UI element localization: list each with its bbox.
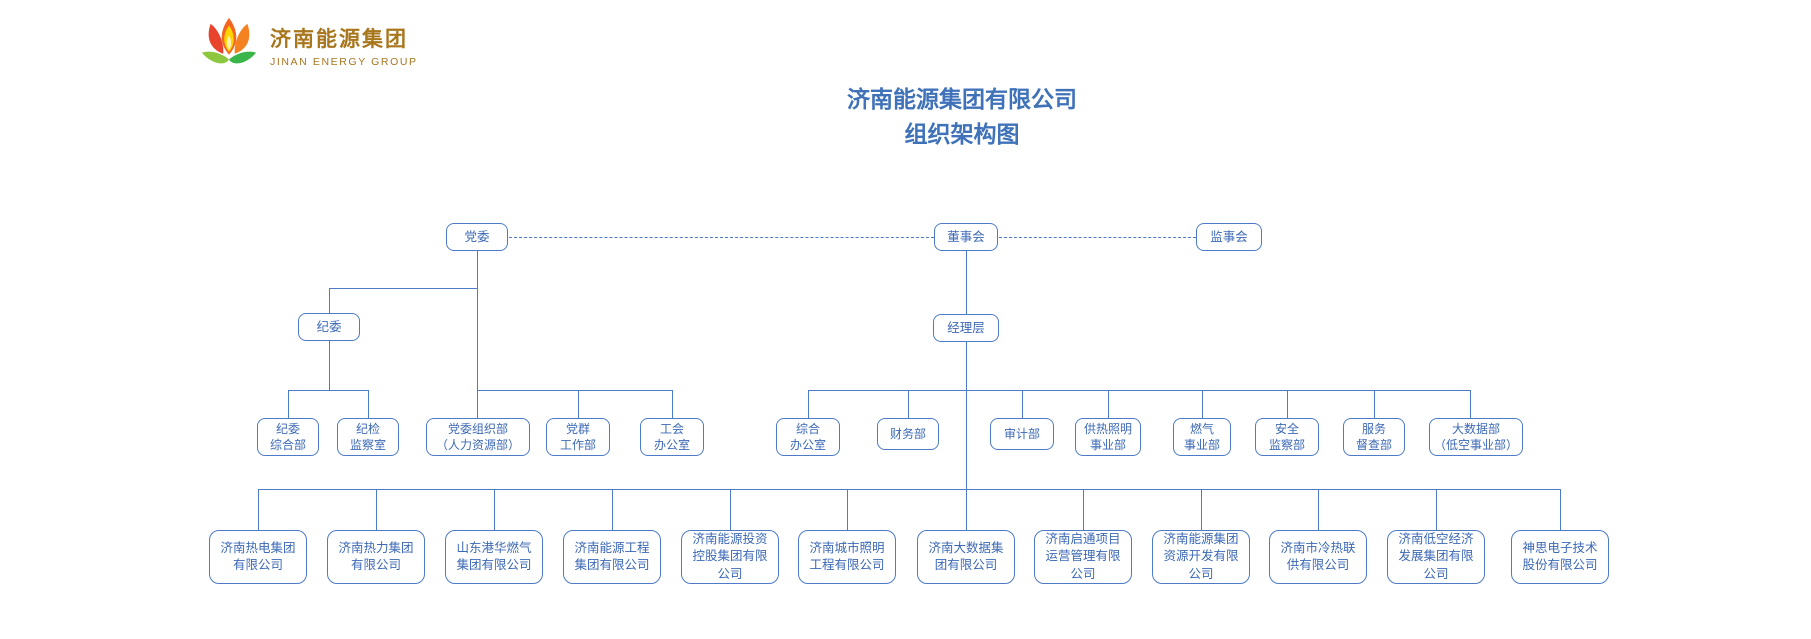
connector-line-vertical <box>966 251 967 314</box>
connector-line-vertical <box>1374 390 1375 418</box>
org-node-subsidiary-6: 济南城市照明 工程有限公司 <box>798 530 896 584</box>
org-node-subsidiary-4: 济南能源工程 集团有限公司 <box>563 530 661 584</box>
org-node-big-data-dept: 大数据部 （低空事业部） <box>1429 418 1523 456</box>
page-title-line1: 济南能源集团有限公司 <box>847 86 1077 112</box>
connector-line-vertical <box>1108 390 1109 418</box>
connector-line-horizontal <box>329 288 477 289</box>
lotus-flame-logo-icon <box>198 16 260 79</box>
connector-line-vertical <box>329 288 330 313</box>
org-node-heating-lighting-division: 供热照明 事业部 <box>1075 418 1141 456</box>
connector-line-vertical <box>258 489 259 530</box>
connector-line-vertical <box>1436 489 1437 530</box>
org-node-subsidiary-8: 济南启通项目 运营管理有限 公司 <box>1034 530 1132 584</box>
logo-text-cn: 济南能源集团 <box>270 28 408 52</box>
connector-line-vertical <box>808 390 809 418</box>
connector-line-vertical <box>368 390 369 418</box>
org-node-discipline-inspection-office: 纪检 监察室 <box>337 418 399 456</box>
page-title-line2: 组织架构图 <box>904 121 1020 148</box>
connector-line-vertical <box>1287 390 1288 418</box>
org-node-subsidiary-7: 济南大数据集 团有限公司 <box>917 530 1015 584</box>
org-node-safety-supervision-dept: 安全 监察部 <box>1255 418 1319 456</box>
connector-line-vertical <box>1318 489 1319 530</box>
connector-line-vertical <box>908 390 909 418</box>
org-node-discipline-general-dept: 纪委 综合部 <box>257 418 319 456</box>
org-node-subsidiary-11: 济南低空经济 发展集团有限 公司 <box>1387 530 1485 584</box>
connector-line-vertical <box>376 489 377 530</box>
org-node-service-inspection-dept: 服务 督查部 <box>1343 418 1405 456</box>
logo-text-en: JINAN ENERGY GROUP <box>270 55 418 68</box>
connector-line-vertical <box>730 489 731 530</box>
org-node-audit-dept: 审计部 <box>990 418 1054 450</box>
org-node-general-office: 综合 办公室 <box>776 418 840 456</box>
connector-line-horizontal <box>808 390 1470 391</box>
org-node-party-mass-work-dept: 党群 工作部 <box>546 418 610 456</box>
org-node-subsidiary-3: 山东港华燃气 集团有限公司 <box>445 530 543 584</box>
org-node-gas-division: 燃气 事业部 <box>1173 418 1231 456</box>
connector-line-vertical <box>1202 390 1203 418</box>
connector-line-vertical <box>578 390 579 418</box>
connector-line-vertical <box>847 489 848 530</box>
connector-line-vertical <box>477 390 478 418</box>
connector-line-vertical <box>1083 489 1084 530</box>
connector-line-vertical <box>1560 489 1561 530</box>
connector-line-dashed <box>999 237 1196 238</box>
connector-line-vertical <box>672 390 673 418</box>
org-node-management-level: 经理层 <box>933 314 999 342</box>
page-title: 济南能源集团有限公司 组织架构图 <box>662 84 1262 150</box>
connector-line-vertical <box>329 341 330 390</box>
logo-text: 济南能源集团 JINAN ENERGY GROUP <box>270 27 418 67</box>
org-node-subsidiary-2: 济南热力集团 有限公司 <box>327 530 425 584</box>
connector-line-vertical <box>494 489 495 530</box>
company-logo: 济南能源集团 JINAN ENERGY GROUP <box>198 16 418 79</box>
org-node-subsidiary-5: 济南能源投资 控股集团有限 公司 <box>681 530 779 584</box>
org-node-board-of-directors: 董事会 <box>934 223 998 251</box>
org-node-supervisory-board: 监事会 <box>1196 223 1262 251</box>
org-node-subsidiary-10: 济南市冷热联 供有限公司 <box>1269 530 1367 584</box>
org-node-subsidiary-1: 济南热电集团 有限公司 <box>209 530 307 584</box>
connector-line-horizontal <box>288 390 368 391</box>
org-node-party-committee: 党委 <box>446 223 508 251</box>
connector-line-vertical <box>966 342 967 489</box>
org-node-finance-dept: 财务部 <box>877 418 939 450</box>
org-node-party-organization-dept: 党委组织部 （人力资源部） <box>426 418 530 456</box>
connector-line-vertical <box>477 251 478 390</box>
connector-line-vertical <box>1201 489 1202 530</box>
org-node-discipline-committee: 纪委 <box>298 313 360 341</box>
org-node-subsidiary-9: 济南能源集团 资源开发有限 公司 <box>1152 530 1250 584</box>
connector-line-horizontal <box>258 489 1560 490</box>
connector-line-vertical <box>1470 390 1471 418</box>
connector-line-vertical <box>288 390 289 418</box>
connector-line-vertical <box>966 489 967 530</box>
connector-line-dashed <box>509 237 934 238</box>
connector-line-vertical <box>1022 390 1023 418</box>
org-node-labor-union-office: 工会 办公室 <box>640 418 704 456</box>
connector-line-vertical <box>612 489 613 530</box>
org-node-subsidiary-12: 神思电子技术 股份有限公司 <box>1511 530 1609 584</box>
connector-line-horizontal <box>477 390 672 391</box>
